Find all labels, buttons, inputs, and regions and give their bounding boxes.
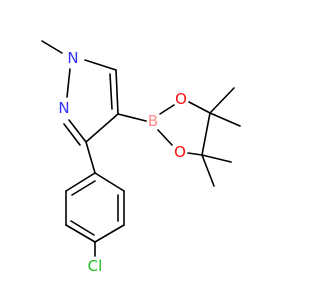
atom-b-label: B: [148, 112, 158, 130]
bond-cq1-me-right: [209, 112, 241, 127]
bond-c4-c3: [85, 113, 119, 143]
atom-n1-label: N: [67, 49, 78, 67]
bond-ph4-ph5-inner: [70, 220, 95, 236]
bond-o2-c: [187, 152, 203, 156]
bonds: [41, 40, 241, 257]
bond-c4-b: [117, 113, 147, 122]
bond-c5-c4-outer: [115, 69, 119, 115]
bond-cq1-me-top: [209, 87, 235, 114]
bond-c3-n2-b: [63, 123, 81, 146]
bond-n1-c5: [84, 59, 117, 71]
atom-cl-label: Cl: [88, 257, 103, 275]
bond-ph6-ph1-inner: [71, 180, 96, 196]
molecule-structure: N N B O O Cl: [41, 40, 241, 275]
bond-cq2-me-bottom: [201, 154, 215, 187]
bond-cq2-me-right: [201, 154, 232, 163]
bond-c5-c4-inner: [109, 73, 113, 110]
bond-ph6-ph1: [65, 172, 96, 192]
atom-n2-label: N: [58, 99, 69, 117]
bond-o1-c: [188, 101, 211, 114]
bond-ph3-ph4: [94, 224, 125, 243]
bond-c3-n2-a: [68, 119, 87, 143]
atom-o2-label: O: [174, 143, 186, 161]
bond-b-o2: [157, 129, 173, 146]
bond-cq1-cq2: [201, 112, 211, 156]
bond-n2-n1: [66, 68, 71, 98]
bond-ph1-ph2: [94, 172, 125, 192]
atom-o1-label: O: [175, 90, 187, 108]
bond-c3-phenyl: [85, 141, 96, 174]
bond-methyl-n1: [41, 40, 63, 54]
bond-b-o1: [159, 104, 175, 115]
atom-labels: N N B O O Cl: [58, 49, 187, 275]
bond-ph4-ph5: [65, 224, 96, 243]
